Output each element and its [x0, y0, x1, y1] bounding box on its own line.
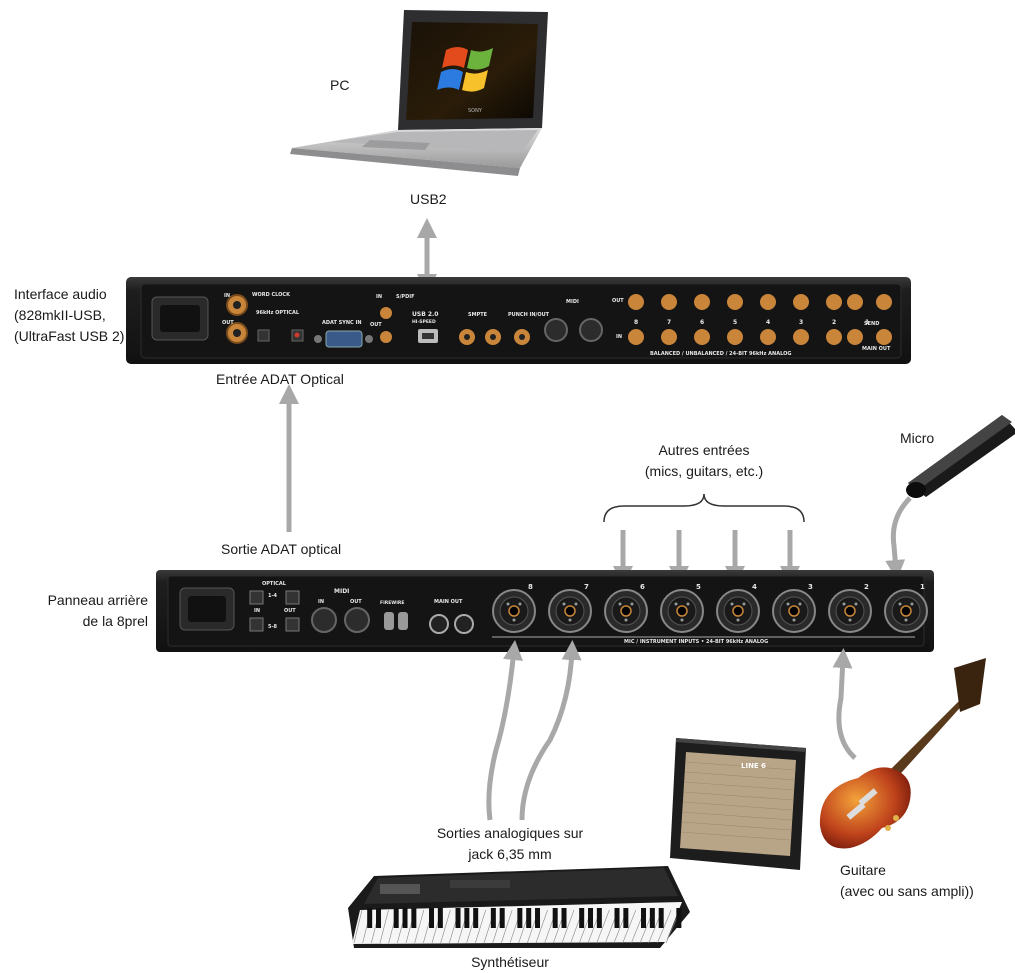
- laptop-icon: SONY: [290, 10, 548, 176]
- synth-arrow-1: [486, 640, 523, 821]
- iface-channel-number: 6: [700, 319, 704, 326]
- pre-optical-label: OPTICAL: [262, 581, 287, 587]
- pre-main-out-label: MAIN OUT: [434, 599, 463, 605]
- optical-label: 96kHz OPTICAL: [256, 310, 300, 316]
- pre-channel-number: 3: [808, 583, 813, 591]
- iface-analog-out-row: [628, 294, 892, 310]
- windows-logo-icon: [437, 47, 493, 92]
- iface-channel-number: 1: [865, 319, 869, 326]
- pre-channel-number: 4: [752, 583, 757, 591]
- mic-arrow: [885, 496, 912, 580]
- adat-out-label: Sortie ADAT optical: [221, 541, 342, 557]
- iface-analog-in-label: IN: [616, 334, 622, 340]
- smpte-label: SMPTE: [468, 312, 488, 318]
- panel-label-line1: Panneau arrière: [47, 592, 148, 608]
- combo-jack: [604, 589, 648, 633]
- laptop-brand: SONY: [468, 108, 483, 114]
- pre-optical-5-8: 5-8: [268, 624, 278, 630]
- analog-out-line1: Sorties analogiques sur: [436, 825, 584, 841]
- microphone-icon: [906, 415, 1015, 498]
- firewire-label: FIREWIRE: [380, 600, 404, 606]
- iface-channel-number: 4: [766, 319, 770, 326]
- iface-channel-number: 5: [733, 319, 737, 326]
- guitar-label-line2: (avec ou sans ampli)): [840, 883, 974, 899]
- pre-optical-1-4: 1-4: [268, 593, 278, 599]
- pre-footer-label: MIC / INSTRUMENT INPUTS • 24-BIT 96kHz A…: [624, 639, 768, 645]
- analog-out-line2: jack 6,35 mm: [468, 846, 552, 862]
- iface-channel-number: 2: [832, 319, 836, 326]
- iface-in-label: IN: [224, 293, 230, 299]
- interface-label-line1: Interface audio: [14, 286, 107, 302]
- iface-out-label: OUT: [222, 320, 234, 326]
- iface-midi-label: MIDI: [566, 299, 579, 305]
- iface-analog-footer: BALANCED / UNBALANCED / 24-BIT 96kHz ANA…: [650, 351, 791, 357]
- iface-channel-number: 7: [667, 319, 671, 326]
- word-clock-label: WORD CLOCK: [252, 292, 291, 298]
- pre-midi-label: MIDI: [334, 588, 349, 595]
- pre-midi-out: OUT: [350, 599, 362, 605]
- interface-label-line3: (UltraFast USB 2): [14, 328, 125, 344]
- adat-in-label: Entrée ADAT Optical: [216, 371, 344, 387]
- iface-analog-out-label: OUT: [612, 298, 624, 304]
- adat-sync-label: ADAT SYNC IN: [322, 320, 362, 326]
- send-label: SEND: [864, 321, 879, 327]
- combo-jack: [660, 589, 704, 633]
- guitar-arrow: [832, 648, 857, 760]
- synthesizer-icon: [348, 866, 690, 948]
- spdif-in-label: IN: [376, 294, 382, 300]
- synth-keys: [353, 908, 682, 944]
- micro-label: Micro: [900, 430, 935, 446]
- combo-jack: [548, 589, 592, 633]
- interface-label-line2: (828mkII-USB,: [14, 307, 106, 323]
- pre-channel-number: 1: [920, 583, 925, 591]
- pre-optical-in: IN: [254, 608, 260, 614]
- audio-interface-rack: IN OUT WORD CLOCK 96kHz OPTICAL ADAT SYN…: [126, 277, 911, 364]
- combo-jack: [492, 589, 536, 633]
- combo-jack: [716, 589, 760, 633]
- pre-channel-number: 5: [696, 583, 701, 591]
- spdif-out-label: OUT: [370, 322, 382, 328]
- iface-channel-number: 8: [634, 319, 638, 326]
- usb-port-sub: HI-SPEED: [412, 319, 436, 325]
- combo-jack: [828, 589, 872, 633]
- usb-label: USB2: [410, 191, 447, 207]
- pre-channel-number: 8: [528, 583, 533, 591]
- iface-analog-in-row: [628, 329, 892, 345]
- usb-port-label: USB 2.0: [412, 311, 438, 318]
- preamp-rack: OPTICAL 1-4 5-8 IN OUT MIDI IN OUT FIREW…: [156, 570, 934, 652]
- preamp-combo-jacks: 8 7 6 5 4 3 2 1: [492, 583, 928, 633]
- brace: [603, 493, 805, 523]
- pre-optical-out: OUT: [284, 608, 296, 614]
- iface-channel-number: 3: [799, 319, 803, 326]
- panel-label-line2: de la 8prel: [82, 613, 148, 629]
- punch-label: PUNCH IN/OUT: [508, 312, 550, 318]
- other-inputs-line2: (mics, guitars, etc.): [644, 463, 764, 479]
- pc-label: PC: [330, 77, 350, 93]
- pre-midi-in: IN: [318, 599, 324, 605]
- pre-channel-number: 6: [640, 583, 645, 591]
- guitar-label-line1: Guitare: [840, 862, 886, 878]
- combo-jack: [772, 589, 816, 633]
- spdif-label: S/PDIF: [396, 294, 415, 300]
- pre-channel-number: 7: [584, 583, 589, 591]
- pre-channel-number: 2: [864, 583, 869, 591]
- synth-label: Synthétiseur: [471, 954, 549, 970]
- guitar-icon: [819, 658, 986, 849]
- amp-brand: LINE 6: [741, 762, 766, 770]
- amplifier-icon: LINE 6: [670, 738, 806, 870]
- combo-jack: [884, 589, 928, 633]
- other-inputs-line1: Autres entrées: [658, 442, 750, 458]
- iface-main-out-label: MAIN OUT: [862, 346, 891, 352]
- synth-arrow-2: [519, 640, 582, 821]
